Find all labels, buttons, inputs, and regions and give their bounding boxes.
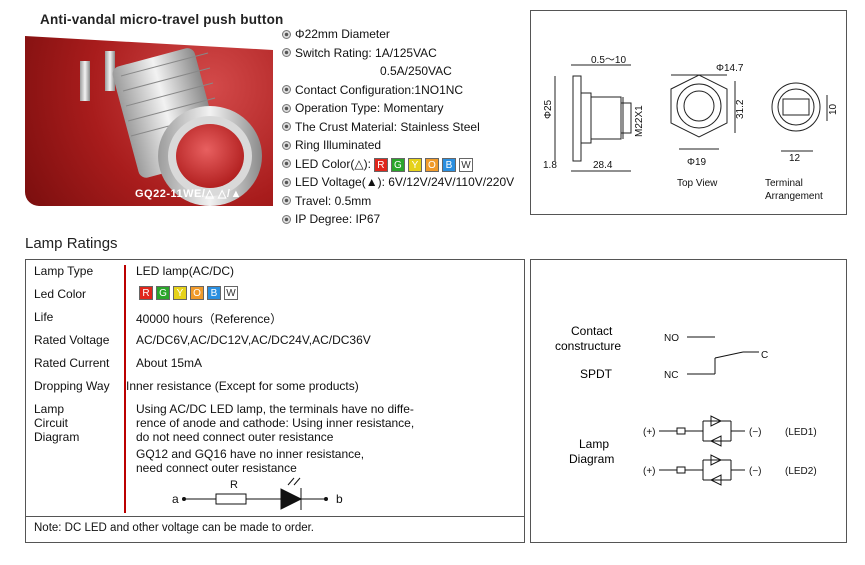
no-label: NO [664, 333, 679, 344]
spec-ip-degree: IP Degree: IP67 [282, 210, 514, 229]
circuit-text-1: Using AC/DC LED lamp, the terminals have… [136, 402, 414, 416]
dimension-drawing-panel: 0.5～10 Φ14.7 Φ25 M22X1 31.2 10 1.8 28.4 … [530, 10, 847, 215]
color-swatch-o: O [190, 286, 204, 300]
spec-diameter: Φ22mm Diameter [282, 25, 514, 44]
minus-label-2: (−) [749, 466, 762, 477]
dim-phi19-label: Φ19 [687, 157, 707, 168]
arrangement-label: Arrangement [765, 191, 823, 202]
color-swatch-b: B [441, 157, 456, 172]
dim-phi25-label: Φ25 [543, 99, 554, 119]
circuit-text-4: GQ12 and GQ16 have no inner resistance, [136, 447, 365, 461]
plus-label-1: (+) [643, 427, 656, 438]
circuit-text-3: do not need connect outer resistance [136, 430, 334, 444]
row-value-lamp-type: LED lamp(AC/DC) [136, 264, 235, 278]
spec-ring: Ring Illuminated [282, 136, 514, 155]
bullet-icon [282, 122, 291, 132]
push-button-illustration [80, 48, 262, 206]
color-swatch-y: Y [407, 157, 422, 172]
dim-phi147-label: Φ14.7 [716, 63, 744, 74]
bullet-icon [282, 177, 291, 187]
terminal-label: Terminal [765, 178, 803, 189]
node-b: b [336, 492, 343, 506]
spec-contact-config: Contact Configuration:1NO1NC [282, 81, 514, 100]
red-divider [124, 265, 126, 513]
bullet-icon [282, 29, 291, 39]
row-label-life: Life [34, 310, 54, 324]
bullet-icon [282, 196, 291, 206]
bullet-icon [282, 214, 291, 224]
dim-284-label: 28.4 [593, 160, 613, 171]
color-swatch-r: R [139, 286, 153, 300]
spdt-label: SPDT [580, 367, 613, 381]
row-label-led-color: Led Color [34, 287, 87, 301]
contact-diagram-panel: Contact constructure SPDT NO NC C Lamp D… [530, 259, 847, 543]
photo-caption: GQ22-11WE/△ △/▲ [135, 188, 242, 200]
lamp-diagram-label-2: Diagram [569, 452, 614, 466]
row-label-dropping-way: Dropping Way [34, 379, 110, 393]
color-swatch-b: B [207, 286, 221, 300]
row-value-rated-current: About 15mA [136, 356, 203, 370]
color-swatch-w: W [224, 286, 238, 300]
dim-10-label: 10 [828, 103, 839, 115]
resistor-label: R [230, 479, 238, 491]
minus-label-1: (−) [749, 427, 762, 438]
contact-label-1: Contact [571, 324, 613, 338]
spec-list: Φ22mm Diameter Switch Rating: 1A/125VAC … [282, 25, 514, 229]
c-label: C [761, 350, 768, 361]
row-value-rated-voltage: AC/DC6V,AC/DC12V,AC/DC24V,AC/DC36V [136, 333, 371, 347]
lamp-diagram-label-1: Lamp [579, 437, 609, 451]
circuit-label-1: Lamp [34, 402, 65, 416]
spec-switch-rating: Switch Rating: 1A/125VAC [282, 44, 514, 63]
bullet-icon [282, 140, 291, 150]
product-photo: GQ22-11WE/△ △/▲ [25, 36, 273, 206]
led2-label: (LED2) [785, 466, 817, 477]
node-a: a [172, 492, 179, 506]
color-swatch-g: G [390, 157, 405, 172]
color-swatch-w: W [458, 157, 473, 172]
dim-m22-label: M22X1 [634, 105, 645, 137]
row-value-dropping-way: Inner resistance (Except for some produc… [126, 379, 359, 393]
circuit-text-5: need connect outer resistance [136, 461, 297, 475]
spec-led-voltage: LED Voltage(▲): 6V/12V/24V/110V/220V [282, 173, 514, 192]
spec-switch-rating-2: 0.5A/250VAC [380, 64, 452, 78]
dim-12-label: 12 [789, 153, 801, 164]
dimension-drawing: 0.5～10 Φ14.7 Φ25 M22X1 31.2 10 1.8 28.4 … [543, 55, 839, 202]
color-swatch-r: R [373, 157, 388, 172]
lamp-ratings-heading: Lamp Ratings [25, 235, 118, 252]
circuit-text-2: rence of anode and cathode: Using inner … [136, 416, 415, 430]
row-value-life: 40000 hours（Reference） [136, 312, 283, 326]
spec-operation-type: Operation Type: Momentary [282, 99, 514, 118]
page-title: Anti-vandal micro-travel push button [40, 12, 284, 27]
spec-travel: Travel: 0.5mm [282, 192, 514, 211]
color-swatch-o: O [424, 157, 439, 172]
spec-crust-material: The Crust Material: Stainless Steel [282, 118, 514, 137]
bullet-icon [282, 159, 291, 169]
dim-312-label: 31.2 [735, 99, 746, 119]
color-swatch-y: Y [173, 286, 187, 300]
contact-diagram: Contact constructure SPDT NO NC C Lamp D… [555, 324, 817, 486]
bullet-icon [282, 85, 291, 95]
note-text: Note: DC LED and other voltage can be ma… [34, 522, 314, 534]
led-circuit-diagram: a R b [172, 477, 343, 510]
top-view-label: Top View [677, 178, 718, 189]
led1-label: (LED1) [785, 427, 817, 438]
bullet-icon [282, 103, 291, 113]
dim-gap-label: 0.5～10 [591, 55, 626, 66]
row-label-lamp-type: Lamp Type [34, 264, 94, 278]
circuit-label-2: Circuit [34, 416, 69, 430]
color-swatch-g: G [156, 286, 170, 300]
row-label-rated-current: Rated Current [34, 356, 110, 370]
plus-label-2: (+) [643, 466, 656, 477]
contact-label-2: constructure [555, 339, 621, 353]
bullet-icon [282, 48, 291, 58]
nc-label: NC [664, 370, 678, 381]
row-label-rated-voltage: Rated Voltage [34, 333, 110, 347]
dim-18-label: 1.8 [543, 160, 557, 171]
circuit-label-3: Diagram [34, 430, 80, 444]
